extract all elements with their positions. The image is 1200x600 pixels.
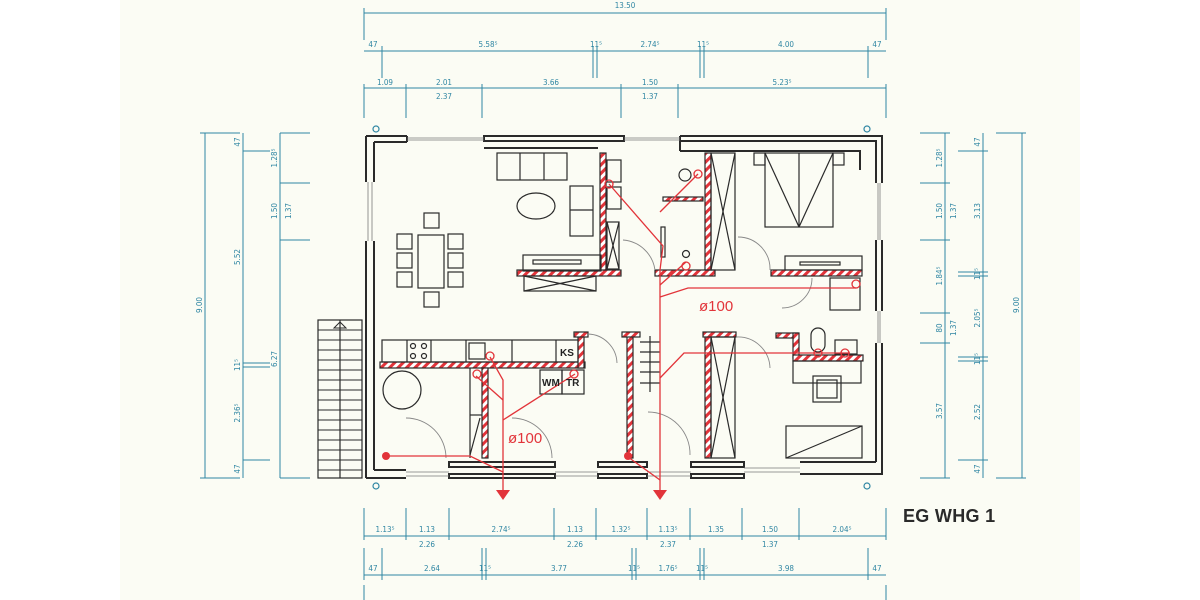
- svg-text:1.28⁵: 1.28⁵: [270, 148, 279, 167]
- svg-text:47: 47: [973, 464, 982, 473]
- svg-text:2.26: 2.26: [567, 540, 583, 549]
- svg-text:11⁵: 11⁵: [479, 564, 491, 573]
- svg-text:2.74⁵: 2.74⁵: [641, 40, 660, 49]
- fridge-label: KS: [560, 348, 574, 359]
- svg-text:3.57: 3.57: [935, 403, 944, 419]
- svg-text:4.00: 4.00: [778, 40, 794, 49]
- svg-text:1.32⁵: 1.32⁵: [612, 525, 631, 534]
- svg-text:1.50: 1.50: [270, 203, 279, 219]
- svg-text:9.00: 9.00: [195, 297, 204, 313]
- svg-text:1.50: 1.50: [935, 203, 944, 219]
- svg-text:47: 47: [872, 564, 881, 573]
- dryer-label: TR: [566, 378, 580, 389]
- svg-text:11⁵: 11⁵: [973, 353, 982, 365]
- svg-text:1.37: 1.37: [284, 203, 293, 219]
- pipe-diameter-lower: ø100: [508, 430, 542, 447]
- svg-text:1.50: 1.50: [762, 525, 778, 534]
- corner-markers: [372, 125, 871, 490]
- svg-text:2.74⁵: 2.74⁵: [492, 525, 511, 534]
- plumbing-lines: [386, 169, 861, 490]
- svg-text:13.50: 13.50: [615, 1, 636, 10]
- svg-text:2.37: 2.37: [660, 540, 676, 549]
- svg-text:5.52: 5.52: [233, 249, 242, 265]
- svg-text:47: 47: [368, 40, 377, 49]
- svg-text:9.00: 9.00: [1012, 297, 1021, 313]
- svg-text:3.98: 3.98: [778, 564, 794, 573]
- drain-points: [382, 452, 667, 500]
- svg-text:2.37: 2.37: [436, 92, 452, 101]
- svg-text:47: 47: [233, 137, 242, 146]
- svg-text:47: 47: [233, 464, 242, 473]
- stair-treads: [318, 321, 362, 471]
- dimension-labels-bottom: 1.13⁵ 1.13 2.74⁵ 1.13 1.32⁵ 1.13⁵ 1.35 1…: [368, 525, 881, 573]
- svg-text:1.37: 1.37: [642, 92, 658, 101]
- svg-text:1.76⁵: 1.76⁵: [659, 564, 678, 573]
- svg-text:1.35: 1.35: [708, 525, 724, 534]
- svg-text:1.13⁵: 1.13⁵: [659, 525, 678, 534]
- exterior-walls: [365, 135, 883, 479]
- windows: [367, 137, 881, 477]
- svg-text:1.84⁵: 1.84⁵: [935, 266, 944, 285]
- svg-text:1.13⁵: 1.13⁵: [376, 525, 395, 534]
- svg-text:1.28⁵: 1.28⁵: [935, 148, 944, 167]
- svg-text:11⁵: 11⁵: [590, 40, 602, 49]
- svg-text:1.13: 1.13: [567, 525, 583, 534]
- dimension-labels-right: 1.28⁵ 1.50 1.84⁵ 80 3.57 1.37 1.37 47 3.…: [935, 137, 1021, 473]
- svg-text:1.37: 1.37: [949, 203, 958, 219]
- svg-text:3.13: 3.13: [973, 203, 982, 219]
- svg-text:2.05⁵: 2.05⁵: [973, 308, 982, 327]
- svg-text:2.04⁵: 2.04⁵: [833, 525, 852, 534]
- svg-text:3.77: 3.77: [551, 564, 567, 573]
- svg-text:1.37: 1.37: [949, 320, 958, 336]
- pipe-diameter-upper: ø100: [699, 298, 733, 315]
- door-swings: [405, 236, 813, 459]
- svg-text:1.50: 1.50: [642, 78, 658, 87]
- svg-text:6.27: 6.27: [270, 351, 279, 367]
- svg-text:80: 80: [935, 323, 944, 333]
- washer-label: WM: [542, 378, 560, 389]
- svg-text:11⁵: 11⁵: [973, 268, 982, 280]
- svg-text:47: 47: [368, 564, 377, 573]
- svg-text:47: 47: [872, 40, 881, 49]
- svg-text:2.01: 2.01: [436, 78, 452, 87]
- svg-text:1.37: 1.37: [762, 540, 778, 549]
- dimension-lines: [200, 8, 1026, 600]
- svg-text:11⁵: 11⁵: [628, 564, 640, 573]
- svg-text:2.26: 2.26: [419, 540, 435, 549]
- drawing-title: EG WHG 1: [903, 506, 996, 526]
- svg-text:11⁵: 11⁵: [233, 359, 242, 371]
- svg-text:5.58⁵: 5.58⁵: [479, 40, 498, 49]
- dimension-labels-top: 13.50 47 5.58⁵ 11⁵ 2.74⁵ 11⁵ 4.00 47 1.0…: [368, 1, 881, 101]
- dimension-labels-left: 9.00 47 5.52 11⁵ 2.36⁵ 47 1.28⁵ 1.50 1.3…: [195, 137, 293, 473]
- interior-walls: [379, 152, 864, 459]
- svg-text:2.64: 2.64: [424, 564, 440, 573]
- svg-text:1.09: 1.09: [377, 78, 393, 87]
- svg-text:3.66: 3.66: [543, 78, 559, 87]
- svg-text:1.13: 1.13: [419, 525, 435, 534]
- furniture: [317, 152, 863, 479]
- svg-text:11⁵: 11⁵: [696, 564, 708, 573]
- svg-text:2.52: 2.52: [973, 404, 982, 420]
- svg-text:11⁵: 11⁵: [697, 40, 709, 49]
- svg-text:5.23⁵: 5.23⁵: [773, 78, 792, 87]
- svg-text:2.36⁵: 2.36⁵: [233, 403, 242, 422]
- svg-text:47: 47: [973, 137, 982, 146]
